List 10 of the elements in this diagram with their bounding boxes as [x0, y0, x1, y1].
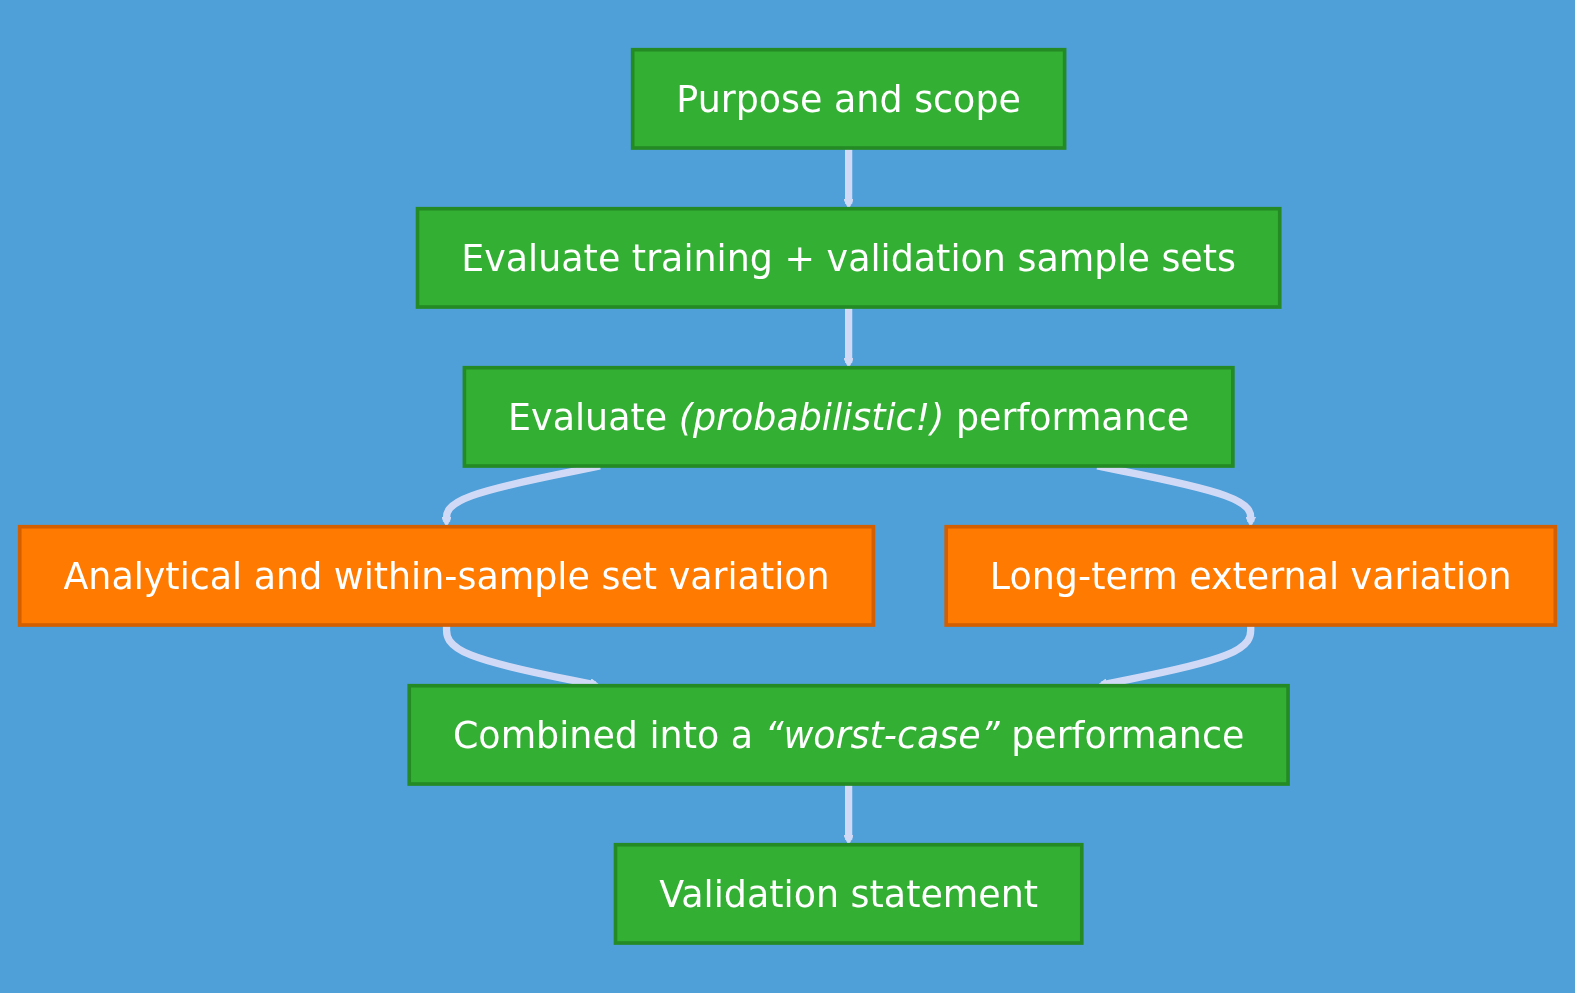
- node-box: Evaluate training + validation sample sets: [415, 207, 1282, 309]
- node-box: Analytical and within-sample set variation: [17, 525, 876, 627]
- node-box: Purpose and scope: [630, 48, 1067, 150]
- node-box: Combined into a “worst-case” performance: [407, 684, 1290, 786]
- node-box: Long-term external variation: [944, 525, 1558, 627]
- arrow: [843, 784, 854, 846]
- node-box: Evaluate (probabilistic!) performance: [462, 366, 1235, 468]
- arrow: [843, 307, 854, 369]
- node-box: Validation statement: [613, 843, 1084, 945]
- arrow: [843, 148, 854, 210]
